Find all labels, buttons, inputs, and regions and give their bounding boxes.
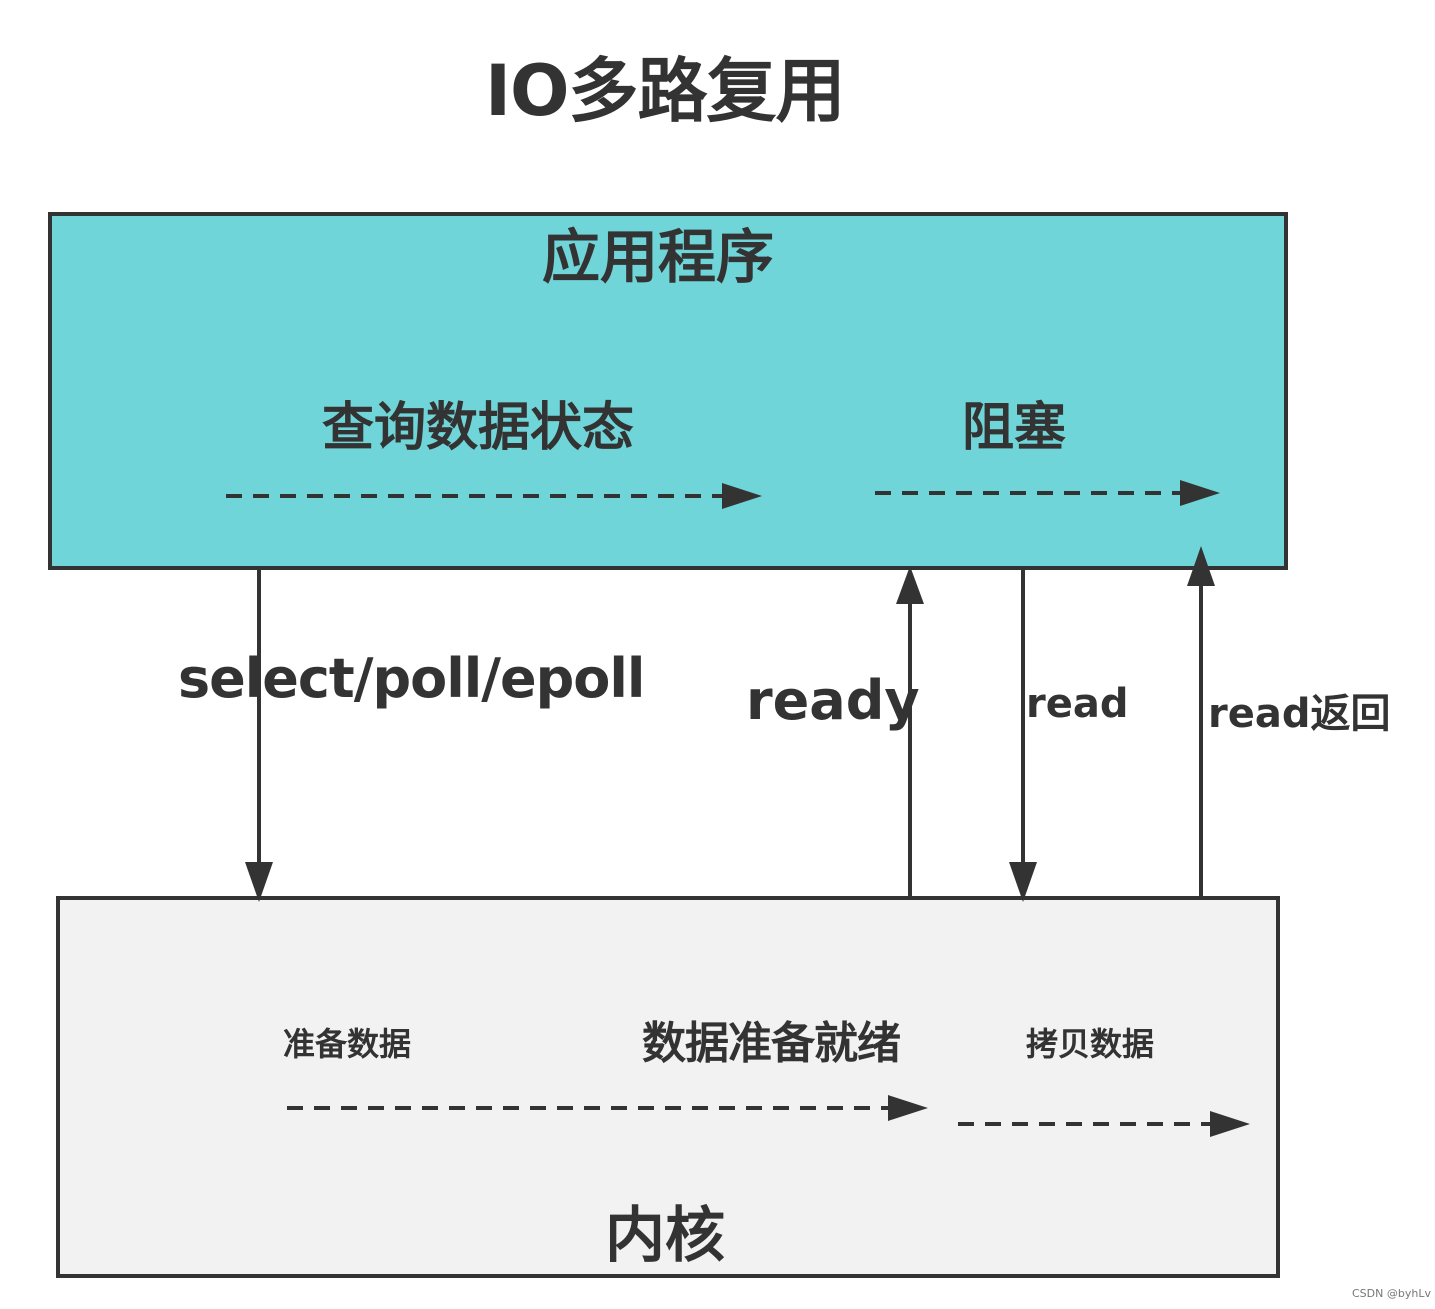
- copy-dashed-arrow: [958, 1111, 1250, 1137]
- application-label: 应用程序: [542, 223, 775, 291]
- data-ready-label: 数据准备就绪: [642, 1018, 901, 1069]
- query-dashed-arrow: [226, 483, 762, 509]
- ready-up-arrow: [896, 566, 924, 898]
- kernel-box: [56, 896, 1280, 1278]
- query-data-status-label: 查询数据状态: [322, 398, 635, 458]
- read-label: read: [1026, 681, 1129, 727]
- prepare-dashed-arrow: [287, 1095, 928, 1121]
- diagram-title: IO多路复用: [485, 50, 846, 132]
- blocking-label: 阻塞: [962, 398, 1067, 458]
- watermark: CSDN @byhLv: [1352, 1287, 1431, 1300]
- block-dashed-arrow: [875, 480, 1220, 506]
- read-return-up-arrow: [1187, 546, 1215, 898]
- read-down-arrow: [1009, 570, 1037, 902]
- select-down-arrow: [245, 570, 273, 902]
- kernel-label: 内核: [605, 1201, 725, 1271]
- prepare-data-label: 准备数据: [283, 1025, 412, 1063]
- ready-label: ready: [746, 669, 920, 732]
- copy-data-label: 拷贝数据: [1026, 1025, 1155, 1063]
- read-return-label: read返回: [1208, 691, 1391, 737]
- select-poll-epoll-label: select/poll/epoll: [178, 647, 645, 710]
- application-box: [48, 212, 1288, 570]
